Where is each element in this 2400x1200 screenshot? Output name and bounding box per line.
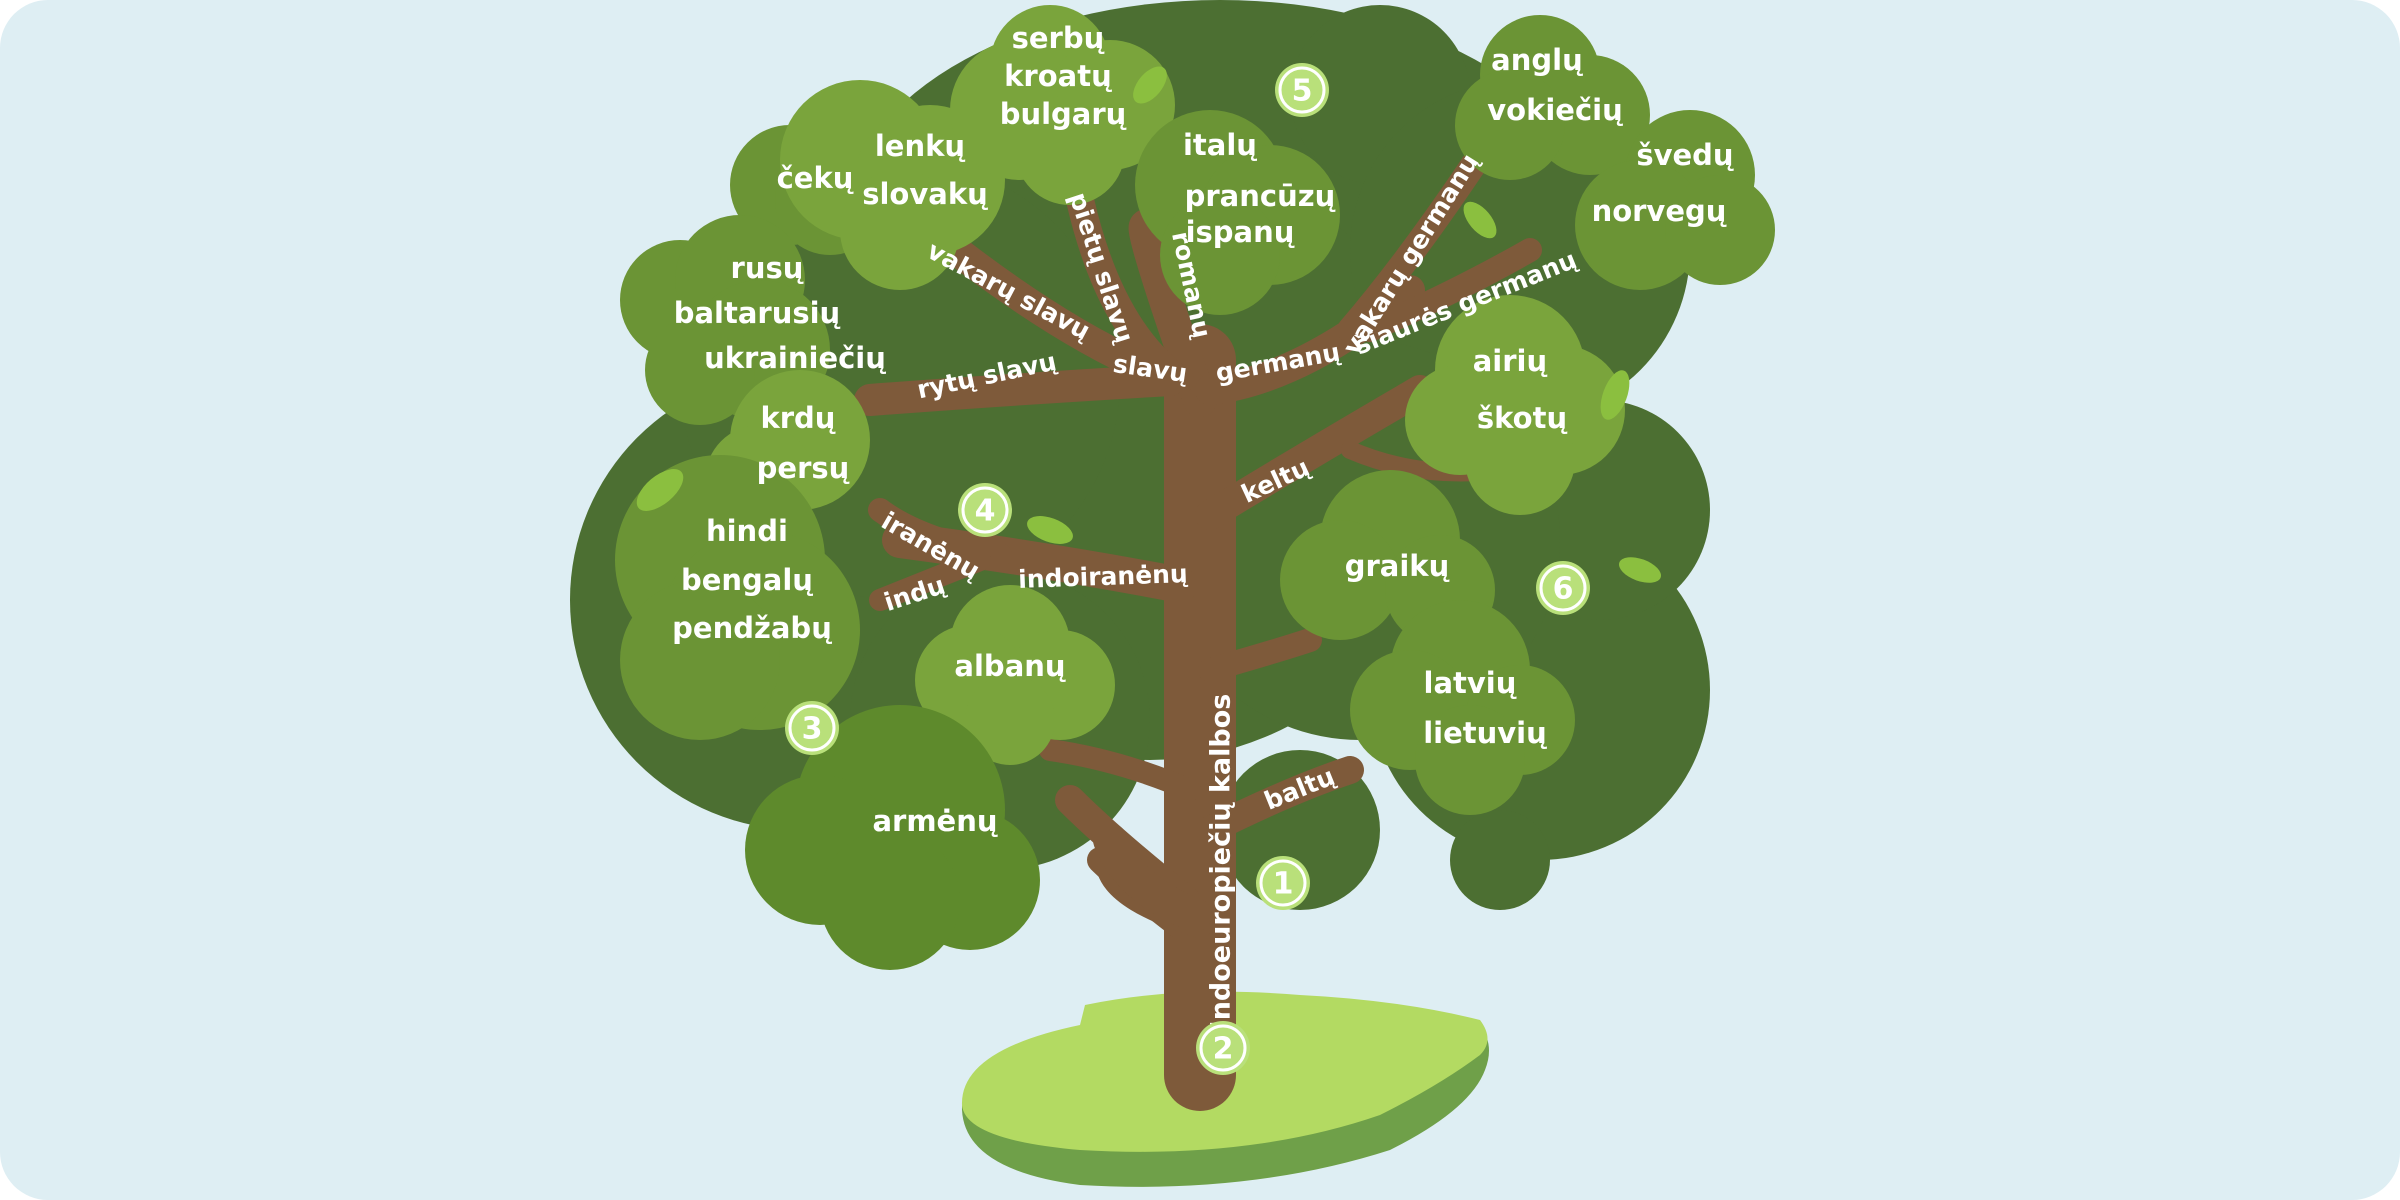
cluster-label-pietu-slavai: serbų kroatų bulgarų <box>1000 21 1127 131</box>
svg-text:1: 1 <box>1273 867 1294 902</box>
cluster-label-romanai: italų prancūzų ispanų <box>1183 128 1345 249</box>
cluster-label-baltai: latvių lietuvių <box>1423 666 1547 750</box>
cluster-shape-vakaru-germanai <box>1455 15 1650 180</box>
marker-3: 3 <box>785 701 839 755</box>
cluster-label-indai: hindi bengalų pendžabų <box>672 514 832 645</box>
cluster-label-rytu-slavai: rusų baltarusių ukrainiečių <box>674 251 887 375</box>
cluster-label-albanai: albanų <box>954 649 1065 683</box>
marker-6: 6 <box>1536 561 1590 615</box>
svg-text:4: 4 <box>975 494 996 529</box>
leaf-accents <box>636 66 1662 583</box>
trunk-and-branches <box>854 142 1542 1111</box>
cluster-label-vakaru-germanai: anglų vokiečių <box>1487 43 1623 127</box>
cluster-shape-romanai <box>1135 110 1340 315</box>
cluster-labels: čekų lenkų slovakų serbų kroatų bulgarų … <box>672 21 1744 838</box>
marker-1: 1 <box>1256 856 1310 910</box>
cluster-shape-pietu-slavai <box>950 5 1175 205</box>
cluster-label-armenai: armėnų <box>872 804 997 838</box>
marker-2: 2 <box>1196 1021 1250 1075</box>
cluster-label-cekai: čekų <box>777 161 854 195</box>
svg-text:5: 5 <box>1292 74 1313 109</box>
cluster-label-keltai: airių škotų <box>1473 344 1568 435</box>
foliage-clusters <box>615 5 1775 970</box>
cluster-shape-albanai <box>915 585 1115 765</box>
marker-5: 5 <box>1275 63 1329 117</box>
cluster-shape-armenai <box>745 705 1040 970</box>
cluster-label-lenkai: lenkų slovakų <box>862 129 988 211</box>
branch-label-indoiranenu: indoiranėnų <box>1018 559 1189 594</box>
cluster-shape-indai <box>615 455 860 740</box>
cluster-shape-siaures-germanai <box>1575 110 1775 290</box>
cluster-label-iranenai: krdų persų <box>757 401 850 485</box>
marker-4: 4 <box>958 483 1012 537</box>
cluster-label-graikai: graikų <box>1345 549 1450 583</box>
numbered-markers: 1 2 3 4 5 6 <box>785 63 1590 1075</box>
trunk-label: Indoeuropiečių kalbos <box>1206 694 1237 1031</box>
cluster-shape-baltai <box>1350 600 1575 815</box>
cluster-label-siaures-germanai: švedų norvegų <box>1592 138 1744 228</box>
svg-text:6: 6 <box>1553 572 1574 607</box>
svg-text:3: 3 <box>802 712 823 747</box>
cluster-shape-keltai <box>1405 295 1625 515</box>
svg-text:2: 2 <box>1213 1032 1234 1067</box>
